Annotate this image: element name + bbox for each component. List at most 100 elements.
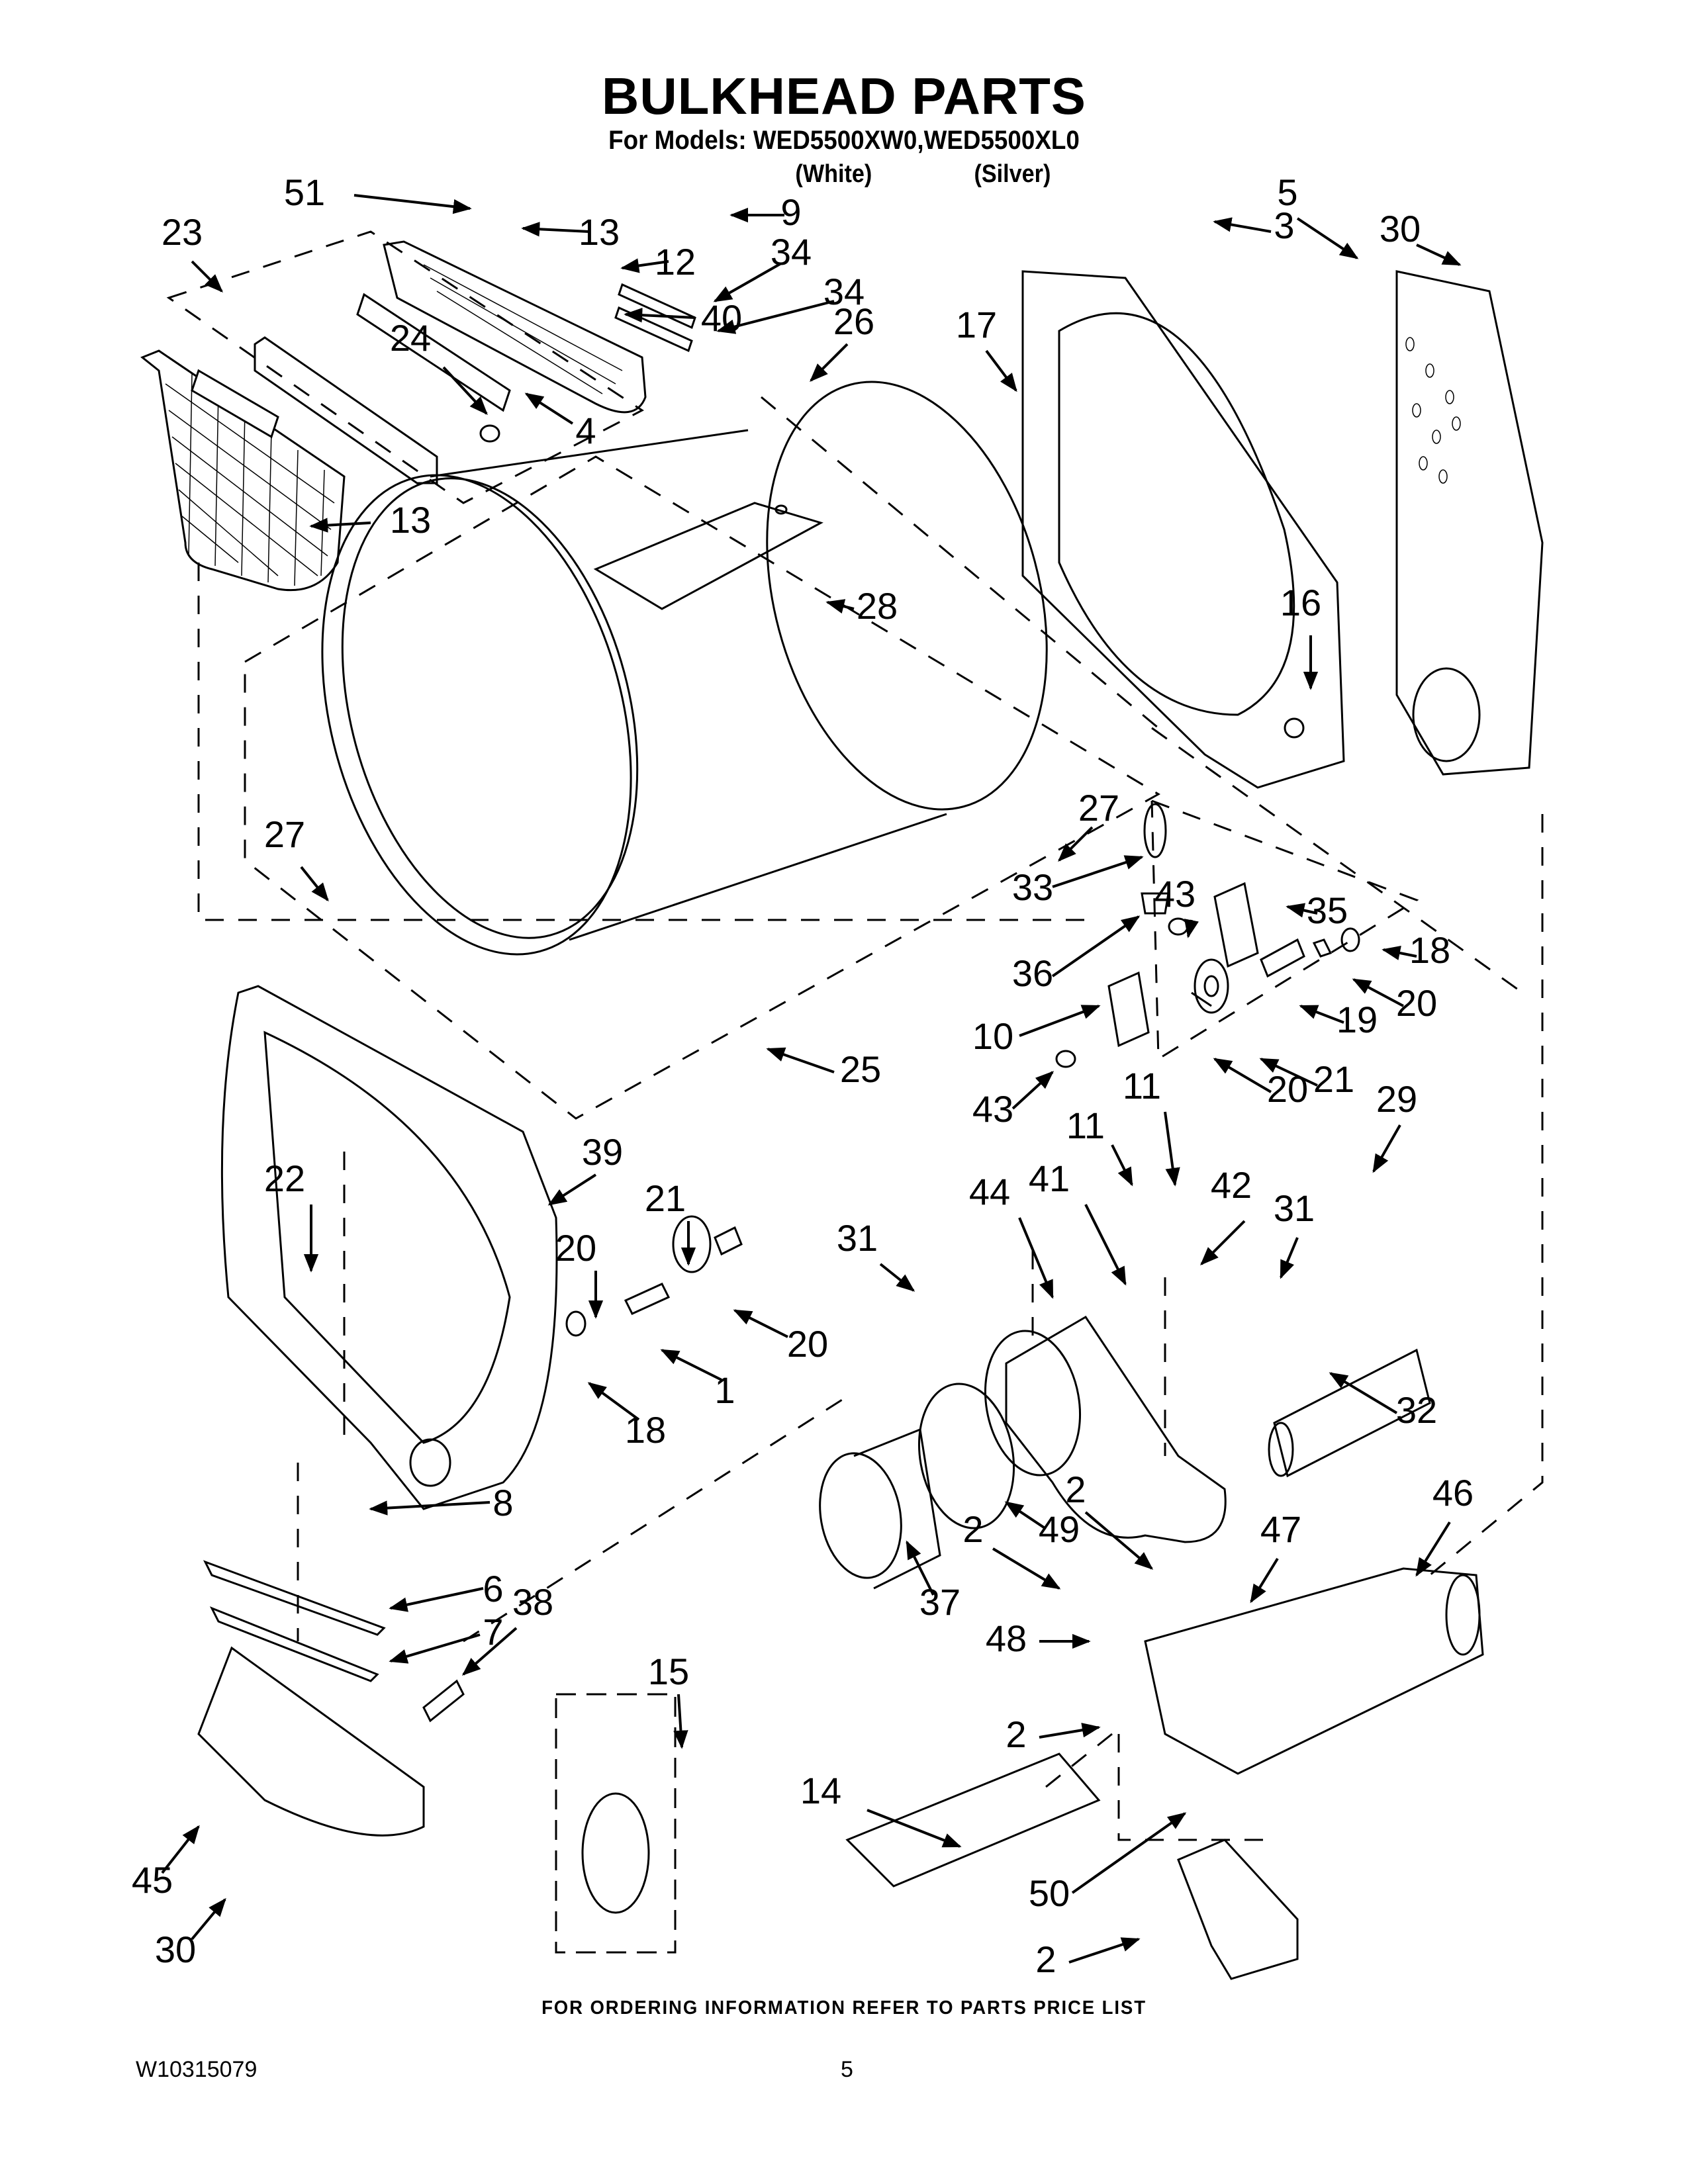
- callout-label-20: 20: [1396, 982, 1437, 1024]
- callout-arrow: [825, 599, 855, 614]
- callout-label-15: 15: [648, 1651, 689, 1692]
- callout-arrow: [1299, 1005, 1344, 1024]
- callout-label-35: 35: [1307, 889, 1348, 931]
- callout-label-45: 45: [132, 1859, 173, 1901]
- callout-arrow: [1200, 1220, 1246, 1265]
- callout-arrow: [1058, 826, 1094, 862]
- callout-arrow: [660, 1349, 722, 1381]
- callout-arrow: [1213, 217, 1272, 233]
- callout-arrow: [191, 260, 223, 293]
- callout-label-34: 34: [823, 271, 865, 312]
- callout-label-50: 50: [1029, 1872, 1070, 1914]
- callout-arrow: [300, 866, 329, 902]
- callout-label-20: 20: [787, 1323, 828, 1365]
- callout-arrow: [524, 392, 574, 425]
- callout-label-11: 11: [1123, 1065, 1161, 1107]
- callout-arrow: [191, 1897, 226, 1940]
- lint-housing-illustration: [254, 240, 696, 484]
- callout-arrow: [624, 308, 696, 323]
- drum-illustration: [321, 381, 1048, 956]
- callout-label-28: 28: [857, 585, 898, 627]
- callout-label-2: 2: [1065, 1469, 1086, 1510]
- callout-arrow: [389, 1633, 481, 1664]
- callout-arrow: [1052, 855, 1144, 888]
- roller-assemblies-illustration: [565, 927, 1360, 1337]
- callout-label-26: 26: [833, 300, 874, 342]
- rear-bulkhead-illustration: [1021, 270, 1544, 789]
- callout-arrow: [547, 1173, 597, 1206]
- callout-arrow: [1329, 1372, 1398, 1414]
- callout-arrow: [353, 194, 472, 214]
- callout-arrow: [1068, 1937, 1141, 1964]
- callout-arrow: [1018, 1217, 1054, 1299]
- callout-arrow: [389, 1587, 484, 1612]
- callout-label-36: 36: [1012, 952, 1053, 994]
- callout-label-1: 1: [714, 1369, 735, 1411]
- callout-label-31: 31: [1274, 1187, 1315, 1229]
- callout-arrow: [713, 262, 782, 302]
- callout-arrow: [1296, 217, 1359, 259]
- callout-arrow: [716, 300, 835, 334]
- callout-arrow: [867, 1809, 962, 1848]
- callout-label-23: 23: [162, 211, 203, 253]
- front-bulkhead-illustration: [220, 985, 558, 1510]
- callout-arrow: [733, 1309, 788, 1338]
- callout-label-31: 31: [837, 1217, 878, 1259]
- callout-label-46: 46: [1432, 1472, 1474, 1514]
- callout-label-4: 4: [575, 410, 596, 451]
- callout-arrow: [461, 1627, 518, 1676]
- callout-label-49: 49: [1039, 1508, 1080, 1550]
- callout-label-27: 27: [1078, 787, 1119, 829]
- callout-arrow: [673, 1694, 688, 1749]
- callout-arrow: [521, 222, 590, 237]
- callout-label-22: 22: [264, 1158, 305, 1199]
- callout-label-41: 41: [1029, 1158, 1070, 1199]
- callout-label-47: 47: [1260, 1508, 1301, 1550]
- callout-label-2: 2: [1035, 1938, 1056, 1980]
- callout-arrow: [1184, 919, 1199, 938]
- callout-label-40: 40: [701, 297, 742, 339]
- callout-group: 5113122324413409343426282727251735301633…: [132, 171, 1474, 1980]
- callout-arrow: [1286, 903, 1318, 918]
- callout-arrow: [1004, 1501, 1047, 1530]
- callout-label-24: 24: [390, 317, 431, 359]
- callout-arrow: [992, 1547, 1061, 1590]
- callout-label-9: 9: [780, 191, 801, 233]
- callout-label-33: 33: [1012, 866, 1053, 908]
- callout-label-6: 6: [483, 1568, 503, 1610]
- callout-label-10: 10: [972, 1015, 1013, 1057]
- callout-arrow: [810, 343, 849, 382]
- assembly-guide-lines: [166, 230, 1544, 1841]
- callout-arrow: [620, 258, 669, 273]
- color-variant-white: (White): [795, 160, 872, 188]
- callout-label-13: 13: [579, 211, 620, 253]
- page-title: BULKHEAD PARTS: [602, 67, 1086, 125]
- callout-label-37: 37: [919, 1581, 961, 1623]
- callout-label-8: 8: [492, 1482, 513, 1524]
- callout-label-2: 2: [1006, 1713, 1026, 1755]
- callout-label-25: 25: [840, 1048, 881, 1090]
- callout-arrow: [906, 1540, 935, 1596]
- ordering-note: FOR ORDERING INFORMATION REFER TO PARTS …: [541, 1997, 1147, 2019]
- callout-label-19: 19: [1336, 999, 1378, 1040]
- callout-arrow: [1051, 915, 1141, 978]
- callout-label-38: 38: [512, 1581, 553, 1623]
- callout-label-48: 48: [986, 1617, 1027, 1659]
- callout-label-13: 13: [390, 499, 431, 541]
- callout-label-18: 18: [625, 1409, 666, 1451]
- callout-label-29: 29: [1376, 1078, 1417, 1120]
- callout-label-34: 34: [771, 231, 812, 273]
- lint-screen-illustration: [140, 349, 346, 592]
- callout-label-7: 7: [483, 1611, 503, 1653]
- callout-arrow: [1039, 1723, 1101, 1739]
- callout-arrow: [1259, 1058, 1318, 1087]
- callout-arrow: [1280, 1237, 1299, 1279]
- callout-label-20: 20: [555, 1227, 596, 1269]
- callout-label-21: 21: [1313, 1058, 1354, 1100]
- callout-arrow: [1019, 1005, 1101, 1037]
- callout-label-42: 42: [1211, 1164, 1252, 1206]
- blower-housing-illustration: [819, 1315, 1431, 1590]
- color-variant-silver: (Silver): [974, 160, 1051, 188]
- callout-label-20: 20: [1267, 1068, 1308, 1110]
- callout-label-51: 51: [284, 171, 325, 213]
